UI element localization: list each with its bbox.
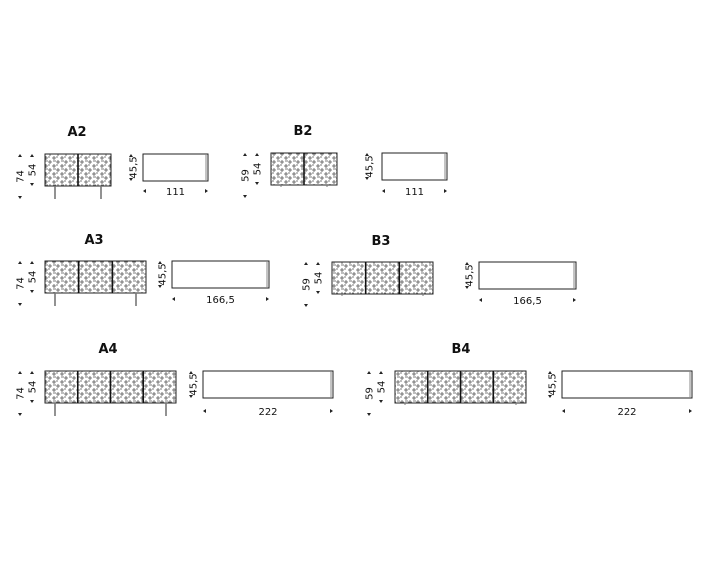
top-outline	[478, 261, 577, 290]
width-value: 111	[166, 187, 185, 198]
height-total-value: 74	[16, 170, 27, 183]
width-value: 111	[405, 187, 424, 198]
depth-value: 45,5	[365, 155, 376, 177]
unit-title: B2	[294, 124, 313, 139]
plan-view: 45,5 222	[548, 370, 693, 418]
height-body-value: 54	[28, 271, 39, 284]
unit-title: A3	[84, 233, 103, 248]
front-view	[394, 370, 527, 405]
plan-view: 45,5 111	[129, 153, 209, 198]
depth-value: 45,5	[158, 263, 169, 285]
height-total-value: 59	[302, 278, 313, 291]
front-view	[44, 370, 177, 416]
height-total-value: 59	[365, 387, 376, 400]
depth-value: 45,5	[129, 156, 140, 178]
width-value: 166,5	[513, 296, 542, 307]
plan-view: 45,5 111	[365, 152, 448, 198]
width-value: 222	[617, 407, 636, 418]
top-outline	[171, 260, 270, 289]
plan-view: 45,5 166,5	[465, 261, 577, 307]
front-view	[44, 260, 147, 306]
cabinet-front	[331, 261, 434, 295]
top-outline	[381, 152, 448, 181]
height-total-value: 74	[16, 387, 27, 400]
unit-title: A4	[98, 342, 117, 357]
plan-view: 45,5 166,5	[158, 260, 270, 306]
height-body-value: 54	[314, 272, 325, 285]
cabinet-front	[44, 260, 147, 294]
height-body-value: 54	[253, 163, 264, 176]
top-outline	[202, 370, 334, 399]
depth-value: 45,5	[548, 373, 559, 395]
plan-view: 45,5 222	[189, 370, 334, 418]
height-body-value: 54	[377, 381, 388, 394]
front-view	[270, 152, 338, 187]
top-outline	[142, 153, 209, 182]
depth-value: 45,5	[465, 264, 476, 286]
height-body-value: 54	[28, 381, 39, 394]
height-total-value: 74	[16, 277, 27, 290]
front-view	[44, 153, 112, 199]
unit-title: B3	[372, 234, 391, 249]
depth-value: 45,5	[189, 373, 200, 395]
unit-title: A2	[67, 125, 86, 140]
width-value: 222	[258, 407, 277, 418]
width-value: 166,5	[206, 295, 235, 306]
unit-title: B4	[452, 342, 471, 357]
front-view	[331, 261, 434, 296]
top-outline	[561, 370, 693, 399]
height-total-value: 59	[241, 169, 252, 182]
height-body-value: 54	[28, 164, 39, 177]
